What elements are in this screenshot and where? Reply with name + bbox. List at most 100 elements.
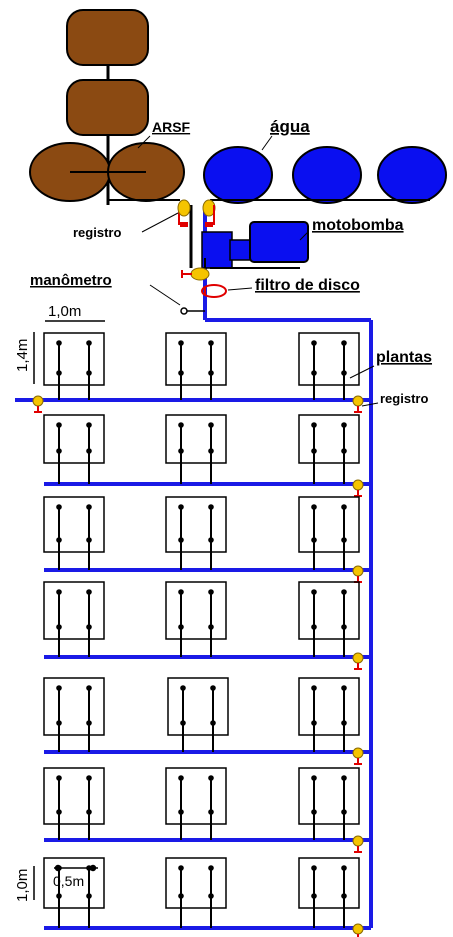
plant <box>86 448 92 454</box>
plant <box>180 720 186 726</box>
plant <box>178 504 184 510</box>
plant <box>178 340 184 346</box>
plant <box>208 537 214 543</box>
plant <box>311 537 317 543</box>
water-tank-3 <box>377 146 447 204</box>
plant <box>56 685 62 691</box>
plant <box>208 809 214 815</box>
plant-plot <box>298 332 360 386</box>
plant <box>311 865 317 871</box>
plant <box>180 685 186 691</box>
plant <box>341 893 347 899</box>
plant <box>86 685 92 691</box>
registro-valve-right <box>202 199 216 227</box>
plant <box>208 865 214 871</box>
plant <box>86 340 92 346</box>
plant-plot <box>165 767 227 825</box>
plant <box>341 537 347 543</box>
plant <box>86 504 92 510</box>
plant-grid <box>15 332 371 937</box>
plant <box>208 589 214 595</box>
plant <box>178 809 184 815</box>
plant <box>208 340 214 346</box>
plant <box>178 775 184 781</box>
agua-tanks <box>203 146 447 204</box>
label-motobomba: motobomba <box>312 217 404 234</box>
plant <box>311 624 317 630</box>
registro-valve <box>352 923 364 935</box>
plant <box>341 809 347 815</box>
plant <box>178 370 184 376</box>
plant <box>311 893 317 899</box>
plant <box>56 340 62 346</box>
plant <box>56 720 62 726</box>
plant <box>56 370 62 376</box>
label-arsf: ARSF <box>152 119 191 135</box>
registro-valve <box>352 747 364 759</box>
plant-plot <box>165 332 227 386</box>
plant <box>208 893 214 899</box>
plant-plot <box>298 857 360 909</box>
plant <box>56 893 62 899</box>
pump-outlet-valve <box>181 267 210 281</box>
label-dim-spacing: 0,5m <box>53 873 84 889</box>
plant-plot <box>298 767 360 825</box>
plant-plot <box>165 414 227 464</box>
plant <box>341 685 347 691</box>
dimension-markers <box>33 320 105 900</box>
plant-plot <box>298 677 360 736</box>
registro-valve <box>352 395 364 407</box>
plant <box>311 422 317 428</box>
plant <box>311 504 317 510</box>
plant-plot <box>43 414 105 464</box>
plant <box>311 720 317 726</box>
motobomba <box>201 221 309 269</box>
plant <box>86 809 92 815</box>
plant <box>56 775 62 781</box>
plant <box>86 537 92 543</box>
registro-valve <box>352 652 364 664</box>
plant-plot <box>43 496 105 553</box>
water-tank-2 <box>292 146 362 204</box>
plant <box>56 504 62 510</box>
plant <box>86 422 92 428</box>
plant <box>178 537 184 543</box>
plant <box>86 624 92 630</box>
plant <box>56 809 62 815</box>
label-dim-bottom-height: 1,0m <box>14 869 31 902</box>
label-plantas: plantas <box>376 349 432 366</box>
registro-valve <box>352 565 364 577</box>
label-registro-top: registro <box>73 225 121 240</box>
plant <box>56 537 62 543</box>
plant <box>210 720 216 726</box>
plant <box>341 422 347 428</box>
plant-plot <box>165 581 227 640</box>
plant <box>56 422 62 428</box>
plant <box>208 624 214 630</box>
plant <box>311 370 317 376</box>
plant-plot <box>43 581 105 640</box>
plant <box>208 448 214 454</box>
plant <box>86 775 92 781</box>
plant <box>86 893 92 899</box>
plant <box>178 865 184 871</box>
plant-plot <box>165 496 227 553</box>
plant-plot <box>43 677 105 736</box>
plant <box>341 589 347 595</box>
plant <box>341 624 347 630</box>
plant-plot <box>165 857 227 909</box>
plant <box>178 422 184 428</box>
registro-valve <box>352 479 364 491</box>
plant <box>311 589 317 595</box>
plant <box>56 448 62 454</box>
arsf-tank-middle <box>66 79 149 136</box>
label-filtro-de-disco: filtro de disco <box>255 277 360 294</box>
plant <box>208 775 214 781</box>
plant <box>341 865 347 871</box>
leader-lines <box>137 135 379 407</box>
plant <box>86 370 92 376</box>
plant-plot <box>298 581 360 640</box>
plant <box>341 720 347 726</box>
